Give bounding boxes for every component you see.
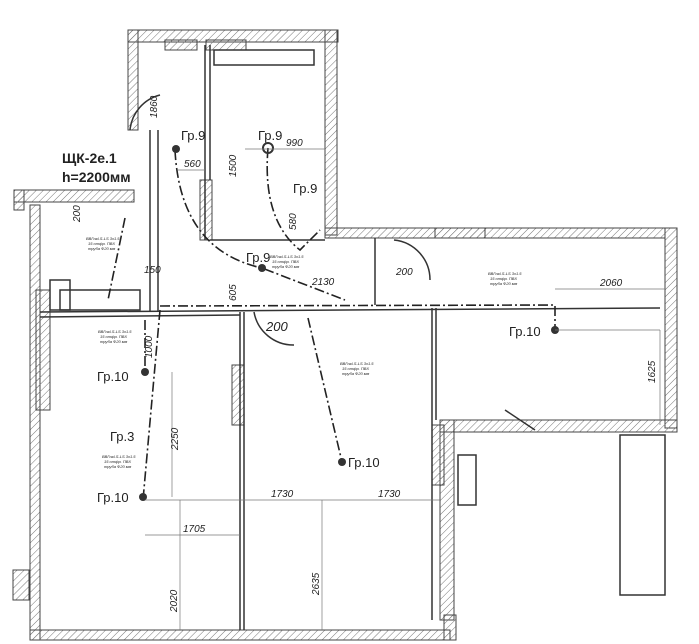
cable-spec: ВВГнгLS-LS 3х1.5 15 отфр. ПВХ труба Ф20 … [102,454,136,469]
panel-name: ЩК-2е.1 [62,150,117,166]
group-label: Гр.9 [181,128,205,143]
dimension: 990 [286,138,303,149]
panel-height: h=2200мм [62,169,131,185]
svg-text:труба Ф20 мм: труба Ф20 мм [104,464,132,469]
svg-text:ВВГнгLS-LS 3х1.5: ВВГнгLS-LS 3х1.5 [102,454,136,459]
group-label: Гр.9 [246,250,270,265]
svg-text:15 отфр. ПВХ: 15 отфр. ПВХ [88,241,115,246]
dimension: 1500 [228,154,239,177]
dimension: 2635 [311,572,322,596]
dimension: 2060 [599,278,623,289]
svg-text:ВВГнгLS-LS 3х1.5: ВВГнгLS-LS 3х1.5 [488,271,522,276]
cable-spec: ВВГнгLS-LS 3х1.5 15 отфр. ПВХ труба Ф20 … [340,361,374,376]
svg-text:труба Ф20 мм: труба Ф20 мм [342,371,370,376]
cable-spec: ВВГнгLS-LS 3х1.5 15 отфр. ПВХ труба Ф20 … [488,271,522,286]
cable-runs [107,147,556,501]
svg-text:труба Ф20 мм: труба Ф20 мм [88,246,116,251]
dimension: 150 [144,265,161,276]
svg-text:труба Ф20 мм: труба Ф20 мм [490,281,518,286]
svg-text:труба Ф20 мм: труба Ф20 мм [272,264,300,269]
dimension: 2020 [169,589,180,613]
dimension: 1000 [144,335,155,358]
partitions [39,45,666,630]
svg-text:15 отфр. ПВХ: 15 отфр. ПВХ [272,259,299,264]
dimension: 1730 [378,489,401,500]
dimension: 605 [228,284,239,301]
group-label: Гр.9 [293,181,317,196]
svg-text:ВВГнгLS-LS 3х1.5: ВВГнгLS-LS 3х1.5 [86,236,120,241]
svg-text:15 отфр. ПВХ: 15 отфр. ПВХ [490,276,517,281]
group-label: Гр.9 [258,128,282,143]
svg-text:ВВГнгLS-LS 3х1.5: ВВГнгLS-LS 3х1.5 [98,329,132,334]
dimension: 580 [288,213,299,230]
cable-spec: ВВГнгLS-LS 3х1.5 15 отфр. ПВХ труба Ф20 … [270,254,304,269]
svg-text:ВВГнгLS-LS 3х1.5: ВВГнгLS-LS 3х1.5 [270,254,304,259]
svg-text:15 отфр. ПВХ: 15 отфр. ПВХ [100,334,127,339]
dimension: 2250 [170,427,181,451]
group-label: Гр.3 [110,429,134,444]
dimension: 200 [395,267,413,278]
dimension: 200 [265,319,288,334]
svg-text:труба Ф20 мм: труба Ф20 мм [100,339,128,344]
cable-spec: ВВГнгLS-LS 3х1.5 15 отфр. ПВХ труба Ф20 … [86,236,120,251]
group-label: Гр.10 [348,455,380,470]
dimension: 1705 [183,524,206,535]
group-label: Гр.10 [97,369,129,384]
svg-text:15 отфр. ПВХ: 15 отфр. ПВХ [342,366,369,371]
dimension: 1730 [271,489,294,500]
cable-spec: ВВГнгLS-LS 3х1.5 15 отфр. ПВХ труба Ф20 … [98,329,132,344]
group-label: Гр.10 [509,324,541,339]
dimension-lines [145,148,665,630]
svg-text:ВВГнгLS-LS 3х1.5: ВВГнгLS-LS 3х1.5 [340,361,374,366]
group-label: Гр.10 [97,490,129,505]
dimension: 2130 [311,277,335,288]
dimension: 200 [72,205,83,223]
dimension: 560 [184,159,201,170]
annotations: ЩК-2е.1 h=2200мм Гр.9 Гр.9 Гр.9 Гр.9 Гр.… [62,95,658,613]
svg-text:15 отфр. ПВХ: 15 отфр. ПВХ [104,459,131,464]
dimension: 1625 [647,360,658,383]
walls [12,29,678,641]
dimension: 1860 [149,95,160,118]
